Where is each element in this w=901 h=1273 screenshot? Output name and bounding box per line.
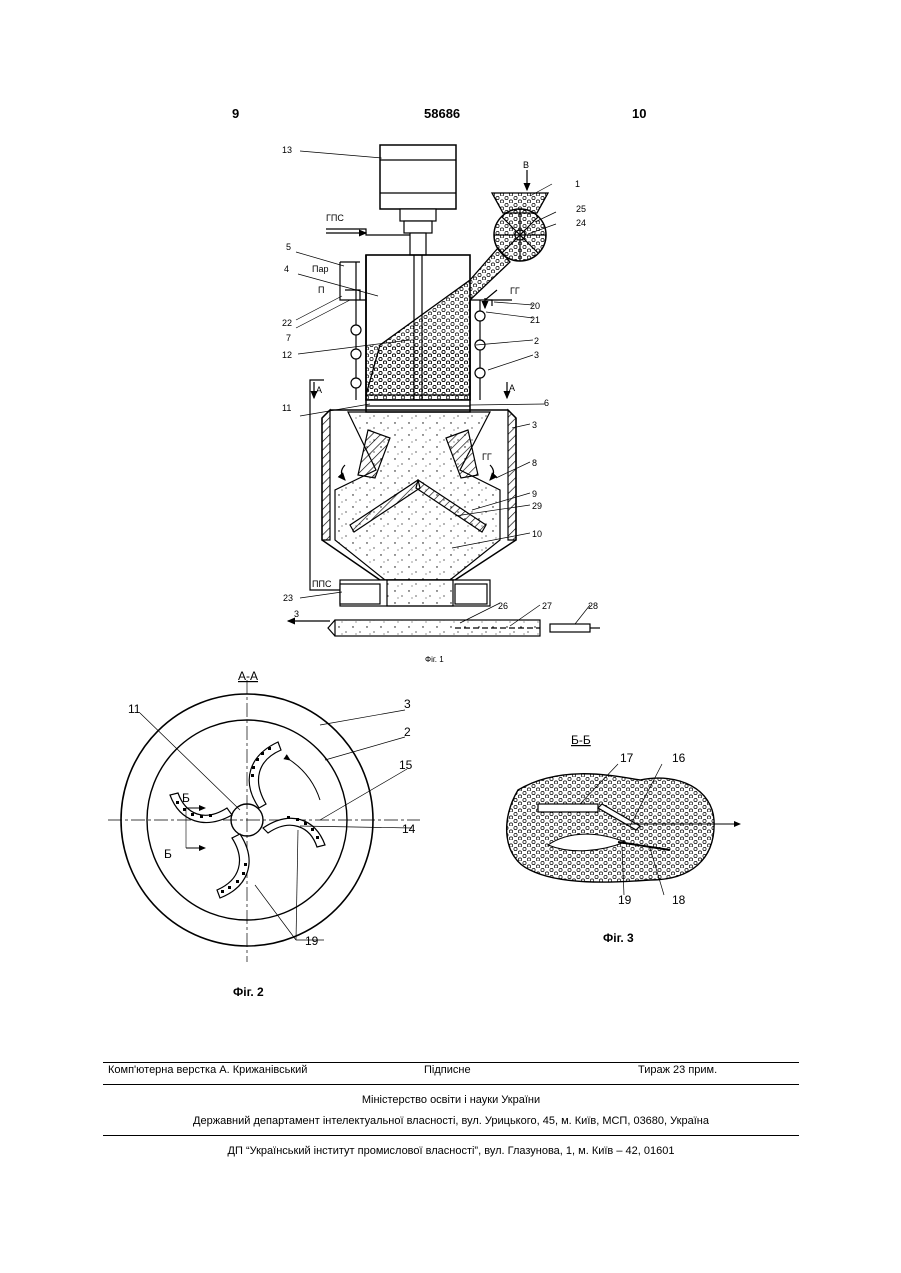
- label-29: 29: [532, 501, 542, 511]
- section-a-a: А-А: [238, 669, 258, 683]
- fig3-caption: Фіг. 3: [603, 931, 634, 945]
- label-a-left: А: [316, 385, 322, 395]
- label-23: 23: [283, 593, 293, 603]
- label-10: 10: [532, 529, 542, 539]
- label-22: 22: [282, 318, 292, 328]
- label-3-lower: 3: [532, 420, 537, 430]
- footer-layout: Комп'ютерна верстка А. Крижанівський: [108, 1064, 307, 1076]
- footer-rule-top: [103, 1062, 799, 1063]
- label-p: П: [318, 285, 324, 295]
- fig2-drawing: [108, 680, 420, 962]
- label-a-right: А: [509, 383, 515, 393]
- section-b-b: Б-Б: [571, 733, 591, 747]
- label-7: 7: [286, 333, 291, 343]
- label-gps: ГПС: [326, 213, 344, 223]
- fig2-label-14: 14: [402, 822, 416, 836]
- label-28: 28: [588, 601, 598, 611]
- footer-signed: Підписне: [424, 1064, 471, 1076]
- footer-circulation: Тираж 23 прим.: [638, 1064, 717, 1076]
- label-par: Пар: [312, 264, 328, 274]
- motor: [380, 145, 456, 209]
- footer-department: Державний департамент інтелектуальної вл…: [103, 1115, 799, 1127]
- fig2-label-19: 19: [305, 934, 319, 948]
- label-9: 9: [532, 489, 537, 499]
- label-6: 6: [544, 398, 549, 408]
- label-8: 8: [532, 458, 537, 468]
- fig2-label-2: 2: [404, 725, 411, 739]
- label-24: 24: [576, 218, 586, 228]
- label-pps: ППС: [312, 579, 332, 589]
- label-27: 27: [542, 601, 552, 611]
- label-4: 4: [284, 264, 289, 274]
- fig2-label-b-top: Б: [182, 791, 190, 805]
- fig3-label-16: 16: [672, 751, 686, 765]
- fig3-label-17: 17: [620, 751, 634, 765]
- footer-institute: ДП “Український інститут промислової вла…: [103, 1145, 799, 1157]
- fig3-label-19: 19: [618, 893, 632, 907]
- fig3-drawing: [507, 764, 740, 895]
- footer-ministry: Міністерство освіти і науки України: [103, 1094, 799, 1106]
- label-gg-lower: ГГ: [482, 452, 492, 462]
- fig2-label-11: 11: [128, 702, 141, 716]
- label-v: В: [523, 160, 529, 170]
- footer-rule-mid: [103, 1084, 799, 1085]
- footer-rule-bottom: [103, 1135, 799, 1136]
- label-20: 20: [530, 301, 540, 311]
- label-3-out: 3: [294, 609, 299, 619]
- fig3-label-18: 18: [672, 893, 686, 907]
- fig2-label-15: 15: [399, 758, 413, 772]
- label-11: 11: [282, 403, 291, 413]
- fig2-label-3: 3: [404, 697, 411, 711]
- label-5: 5: [286, 242, 291, 252]
- label-2: 2: [534, 336, 539, 346]
- fig1-caption: Фіг. 1: [425, 655, 444, 664]
- label-3-upper: 3: [534, 350, 539, 360]
- label-13: 13: [282, 145, 292, 155]
- label-12: 12: [282, 350, 292, 360]
- label-1: 1: [575, 179, 580, 189]
- fig2-label-b-bottom: Б: [164, 847, 172, 861]
- label-gg-top: ГГ: [510, 286, 520, 296]
- label-26: 26: [498, 601, 508, 611]
- label-25: 25: [576, 204, 586, 214]
- label-21: 21: [530, 315, 540, 325]
- fig2-caption: Фіг. 2: [233, 985, 264, 999]
